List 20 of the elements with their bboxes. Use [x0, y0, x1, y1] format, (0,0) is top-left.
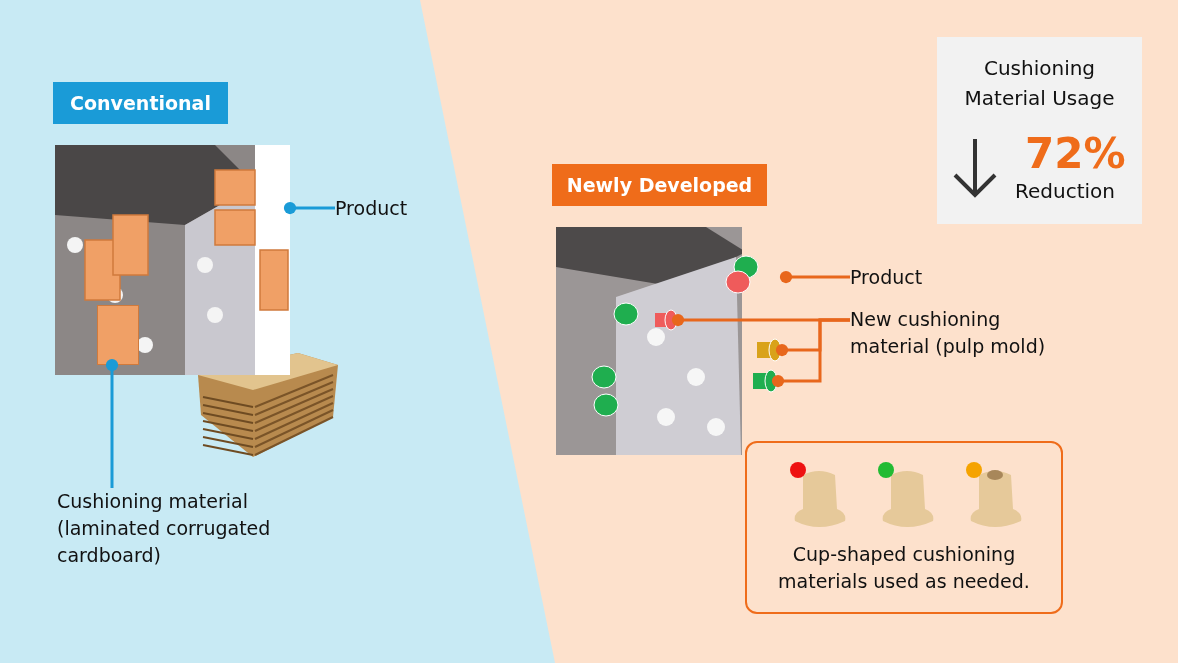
summary-panel [937, 37, 1142, 224]
leader-line [771, 318, 850, 388]
percentage-value: 72% [1025, 131, 1126, 177]
panel-heading: Cushioning Material Usage [963, 55, 1116, 112]
cardboard-block [97, 305, 139, 365]
section-tag: Conventional [53, 82, 228, 124]
leader-line [105, 358, 119, 488]
callout-text: Product [850, 264, 950, 291]
caption-text: Cup-shaped cushioning materials used as needed. [777, 542, 1031, 594]
callout-text: Cushioning material (laminated corrugated cardboard) [57, 488, 317, 569]
callout-text: Product [335, 195, 435, 222]
cup-cushion [654, 309, 678, 331]
value-caption: Reduction [1015, 178, 1115, 205]
leader-line [779, 270, 850, 284]
callout-box [745, 441, 1063, 614]
callout-text: New cushioning material (pulp mold) [850, 306, 1075, 360]
section-tag: Newly Developed [552, 164, 767, 206]
cup-cushion [752, 369, 778, 393]
cup-cushion [756, 338, 782, 362]
leader-line [283, 201, 335, 215]
